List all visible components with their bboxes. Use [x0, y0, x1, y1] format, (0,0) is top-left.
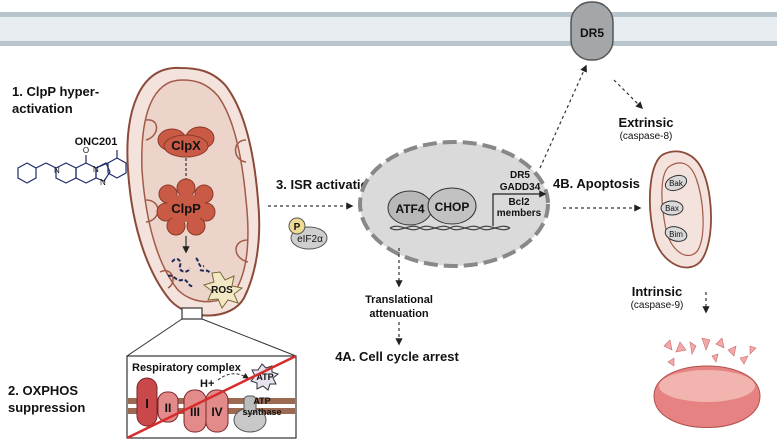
- ros-label: ROS: [211, 285, 233, 296]
- translational-line1: Translational: [365, 294, 433, 306]
- chop-label: CHOP: [435, 200, 470, 214]
- bim-label: Bim: [669, 230, 683, 239]
- eif2a-phospho: P eIF2α: [288, 217, 328, 250]
- complex-iv-label: IV: [211, 405, 222, 419]
- bak-label: Bak: [669, 179, 684, 188]
- dna-helix: [389, 225, 511, 231]
- step2-label-line1: 2. OXPHOS: [8, 383, 78, 398]
- clpp-label: ClpP: [171, 201, 201, 216]
- complex-i: I: [136, 377, 158, 427]
- apoptotic-cell-fragments: [653, 337, 761, 428]
- onc201-oxygen: O: [83, 146, 89, 155]
- extrinsic-title: Extrinsic: [619, 115, 674, 130]
- atp-synthase-line1: ATP: [253, 396, 270, 406]
- atp-burst: ATP: [250, 363, 280, 391]
- atf4-label: ATF4: [395, 202, 424, 216]
- onc201-structure: ONC201 O N N N: [17, 136, 127, 187]
- intrinsic-sub: (caspase-9): [631, 300, 684, 311]
- complex-i-label: I: [145, 396, 149, 411]
- proton-label: H+: [200, 378, 214, 390]
- oxphos-inset: Respiratory complex H+ ATP I II III IV A…: [126, 354, 297, 440]
- atp-synthase: ATP synthase: [233, 395, 282, 433]
- step2-label-line2: suppression: [8, 400, 85, 415]
- ros-burst: ROS: [202, 271, 244, 309]
- step1-label-line1: 1. ClpP hyper-: [12, 84, 99, 99]
- dr5-receptor: DR5: [570, 1, 614, 61]
- target-members: members: [497, 208, 542, 219]
- onc201-label: ONC201: [75, 136, 118, 148]
- complex-ii-label: II: [165, 401, 172, 415]
- onc201-nitrogen-2: N: [93, 165, 99, 174]
- target-bcl2: Bcl2: [508, 197, 530, 208]
- step4a-label: 4A. Cell cycle arrest: [335, 349, 459, 364]
- target-dr5: DR5: [510, 170, 530, 181]
- extrinsic-sub: (caspase-8): [620, 131, 673, 142]
- atp-label: ATP: [256, 372, 273, 382]
- phosphate-label: P: [294, 222, 301, 233]
- bax-protein: Bax: [660, 200, 684, 216]
- dr5-receptor-label: DR5: [580, 26, 604, 40]
- complex-iv: IV: [205, 389, 229, 433]
- respiratory-complex-title: Respiratory complex: [132, 362, 242, 374]
- intrinsic-title: Intrinsic: [632, 284, 683, 299]
- step3-label: 3. ISR activation: [276, 177, 376, 192]
- degraded-peptides: [167, 257, 211, 288]
- clpp-complex: ClpP: [156, 178, 216, 236]
- inset-source-box: [181, 307, 203, 320]
- bim-protein: Bim: [664, 226, 688, 242]
- suppression-cross: [126, 354, 297, 440]
- clpx-complex: ClpX: [157, 126, 215, 158]
- bak-protein: Bak: [664, 174, 688, 192]
- bax-label: Bax: [665, 204, 679, 213]
- complex-iii: III: [183, 389, 207, 433]
- step4b-label: 4B. Apoptosis: [553, 176, 640, 191]
- clpx-label: ClpX: [171, 138, 201, 153]
- atp-synthase-line2: synthase: [242, 407, 281, 417]
- eif2a-label: eIF2α: [297, 234, 323, 245]
- onc201-nitrogen-1: N: [54, 166, 60, 175]
- target-gadd34: GADD34: [500, 182, 541, 193]
- onc201-nitrogen-3: N: [100, 178, 106, 187]
- atf4-protein: ATF4: [387, 190, 433, 226]
- nucleus: ATF4 CHOP DR5 GADD34 Bcl2 members: [358, 140, 550, 268]
- translational-line2: attenuation: [369, 308, 429, 320]
- chop-protein: CHOP: [427, 187, 477, 225]
- complex-iii-label: III: [190, 405, 200, 419]
- step1-label-line2: activation: [12, 101, 73, 116]
- cell-membrane: [0, 12, 777, 46]
